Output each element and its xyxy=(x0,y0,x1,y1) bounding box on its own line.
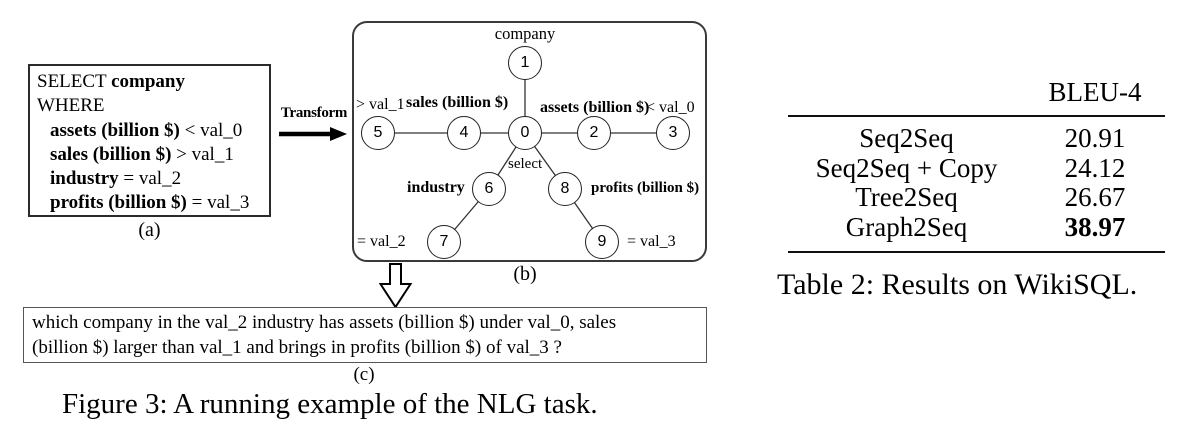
condition-value: val_3 xyxy=(207,192,250,214)
edge-label-gt-val1: > val_1 xyxy=(356,96,405,113)
table-header-empty xyxy=(788,76,1025,115)
panel-a-label: (a) xyxy=(138,219,161,241)
edge-label-sales: sales (billion $) xyxy=(406,94,509,111)
graph-node-6: 6 xyxy=(472,172,506,206)
sql-condition: profits (billion $) = val_3 xyxy=(37,191,263,215)
transform-label: Transform xyxy=(280,105,348,121)
down-arrow-icon xyxy=(379,263,413,309)
condition-field: industry xyxy=(50,168,119,190)
condition-value: val_0 xyxy=(200,119,243,141)
graph-node-0: 0 xyxy=(508,116,542,150)
table-cell-bleu4: 38.97 xyxy=(1064,211,1126,242)
graph-node-3: 3 xyxy=(656,116,690,150)
graph-node-8: 8 xyxy=(548,172,582,206)
table-cell-method: Seq2Seq + Copy xyxy=(815,152,998,183)
condition-field: sales (billion $) xyxy=(50,143,172,165)
edge-label-profits: profits (billion $) xyxy=(591,180,700,196)
condition-op: > xyxy=(176,143,187,165)
table-cell-method: Tree2Seq xyxy=(855,182,958,212)
sql-where-keyword: WHERE xyxy=(37,95,105,117)
panel-c-label: (c) xyxy=(353,364,375,385)
panel-b-label: (b) xyxy=(513,263,537,285)
table-cell-bleu4: 24.12 xyxy=(1064,152,1126,183)
table-bottom-rule xyxy=(788,251,1165,253)
sql-select-line: SELECT company xyxy=(37,70,263,94)
nl-question-box: which company in the val_2 industry has … xyxy=(23,307,707,363)
condition-op: = xyxy=(123,168,135,190)
condition-field: assets (billion $) xyxy=(50,119,180,141)
nl-question-line1: which company in the val_2 industry has … xyxy=(32,312,617,333)
edge-label-eq-val2: = val_2 xyxy=(357,233,406,250)
edge-label-assets: assets (billion $) xyxy=(540,99,650,116)
edge-label-lt-val0: < val_0 xyxy=(646,99,695,116)
graph-node-5: 5 xyxy=(361,116,395,150)
transform-annotation: Transform xyxy=(278,105,350,142)
table-caption: Table 2: Results on WikiSQL. xyxy=(777,268,1138,301)
condition-value: val_2 xyxy=(138,168,182,190)
table-top-rule xyxy=(788,115,1165,117)
edge-label-industry: industry xyxy=(407,179,465,196)
table-header-bleu4: BLEU-4 xyxy=(1048,77,1142,107)
graph-node-1: 1 xyxy=(508,46,542,80)
sql-select-keyword: SELECT xyxy=(37,71,107,92)
table-row: Seq2Seq 20.91 xyxy=(788,123,1165,154)
table-row: Seq2Seq + Copy 24.12 xyxy=(788,152,1165,184)
transform-arrow-icon xyxy=(279,127,347,141)
table-cell-bleu4: 26.67 xyxy=(1064,182,1126,212)
table-body: Seq2Seq 20.91 Seq2Seq + Copy 24.12 Tree2… xyxy=(788,117,1165,251)
graph-node-9: 9 xyxy=(585,225,619,259)
table-row: Graph2Seq 38.97 xyxy=(788,211,1165,243)
graph-panel: 1 5 4 0 2 3 6 8 7 9 company > val_1 sale… xyxy=(352,21,707,262)
graph-node-4: 4 xyxy=(447,116,481,150)
table-cell-bleu4: 20.91 xyxy=(1064,123,1126,153)
table-cell-method: Seq2Seq xyxy=(859,123,954,153)
results-table: BLEU-4 Seq2Seq 20.91 Seq2Seq + Copy 24.1… xyxy=(788,76,1165,253)
edge-label-eq-val3: = val_3 xyxy=(627,233,676,250)
edge-label-select: select xyxy=(508,156,543,172)
nl-question-line2: (billion $) larger than val_1 and brings… xyxy=(32,336,562,358)
sql-query-box: SELECT company WHERE assets (billion $) … xyxy=(28,64,271,217)
table-row: Tree2Seq 26.67 xyxy=(788,182,1165,213)
graph-node-2: 2 xyxy=(577,116,611,150)
condition-field: profits (billion $) xyxy=(50,192,187,214)
sql-condition: industry = val_2 xyxy=(37,167,263,191)
graph-node-7: 7 xyxy=(427,225,461,259)
condition-op: = xyxy=(191,192,203,214)
sql-select-field: company xyxy=(111,71,185,92)
sql-condition: assets (billion $) < val_0 xyxy=(37,119,263,143)
figure-caption: Figure 3: A running example of the NLG t… xyxy=(62,388,598,420)
sql-condition: sales (billion $) > val_1 xyxy=(37,143,263,167)
condition-value: val_1 xyxy=(191,143,234,165)
table-cell-method: Graph2Seq xyxy=(845,211,968,242)
condition-op: < xyxy=(184,119,196,141)
edge-label-company: company xyxy=(494,24,556,43)
table-header-row: BLEU-4 xyxy=(788,76,1165,115)
